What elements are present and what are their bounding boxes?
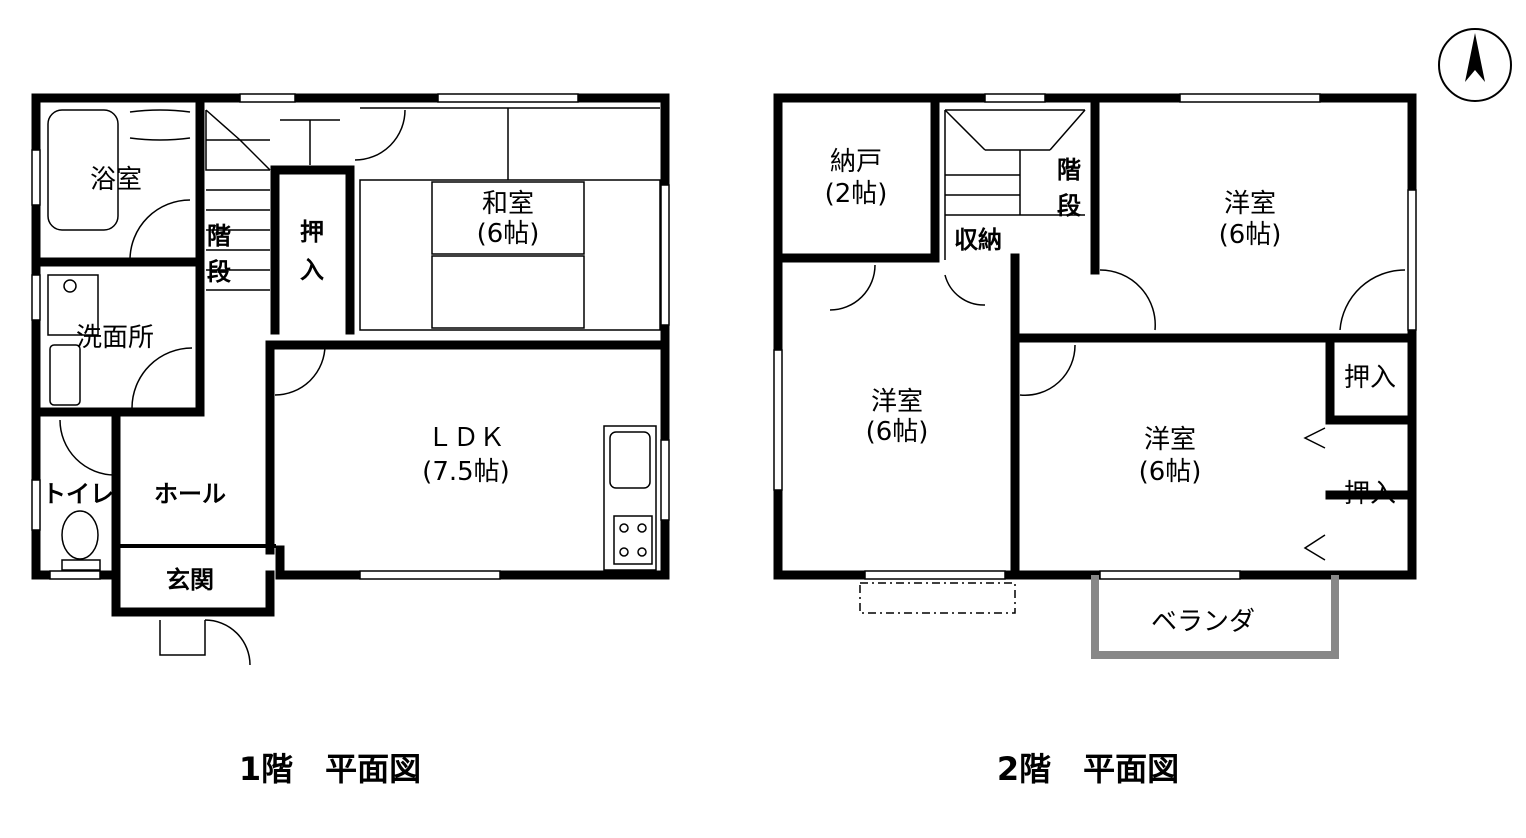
north-arrow-icon (1438, 28, 1512, 102)
floor-2-caption: 2階 平面図 (997, 750, 1179, 788)
room-ldk-label: ＬＤＫ (427, 423, 505, 453)
room-washitsu-label: 和室 (482, 189, 534, 219)
room-nando-label: 納戸 (830, 147, 882, 177)
floor-2-details (829, 109, 1406, 614)
floor-1-windows (31, 93, 670, 580)
room-storage-label: 収納 (954, 226, 1002, 254)
floor-1-caption: 1階 平面図 (239, 750, 421, 788)
room-entrance-label: 玄関 (166, 566, 214, 594)
room-bath-label: 浴室 (90, 165, 142, 195)
floor-1-labels: 浴室 洗面所 トイレ ホール 玄関 階 段 押 入 和室 (6帖) ＬＤＫ (7… (42, 165, 539, 594)
floor-1-details (47, 107, 661, 666)
stairs-2-label-b: 段 (1057, 192, 1081, 220)
veranda-railing (1091, 575, 1339, 659)
room-toilet-label: トイレ (42, 480, 114, 508)
closet-1-label-a: 押 (300, 218, 324, 246)
floor-2-plan (773, 93, 1417, 659)
room-yoshitsu-ne-size: (6帖) (1219, 220, 1282, 250)
floor-2-windows (773, 93, 1417, 580)
room-hall-label: ホール (154, 480, 226, 508)
floor-1-walls (31, 93, 670, 617)
room-yoshitsu-w-size: (6帖) (866, 417, 929, 447)
closet-a-label: 押入 (1344, 363, 1396, 393)
floor-1-plan (31, 93, 670, 666)
room-ldk-size: (7.5帖) (422, 457, 510, 487)
floor-2-labels: 納戸 (2帖) 収納 階 段 洋室 (6帖) 洋室 (6帖) 洋室 (6帖) 押… (825, 147, 1396, 637)
closet-b-label: 押入 (1344, 479, 1396, 509)
room-washitsu-size: (6帖) (477, 219, 540, 249)
room-yoshitsu-w-label: 洋室 (871, 387, 923, 417)
veranda-label: ベランダ (1151, 607, 1255, 637)
stairs-2-label-a: 階 (1057, 156, 1081, 184)
stairs-1-label-a: 階 (207, 222, 231, 250)
room-washroom-label: 洗面所 (76, 323, 154, 353)
stairs-1-label-b: 段 (207, 258, 231, 286)
room-yoshitsu-se-size: (6帖) (1139, 457, 1202, 487)
room-yoshitsu-ne-label: 洋室 (1224, 189, 1276, 219)
room-nando-size: (2帖) (825, 179, 888, 209)
room-yoshitsu-se-label: 洋室 (1144, 425, 1196, 455)
closet-1-label-b: 入 (300, 256, 324, 284)
